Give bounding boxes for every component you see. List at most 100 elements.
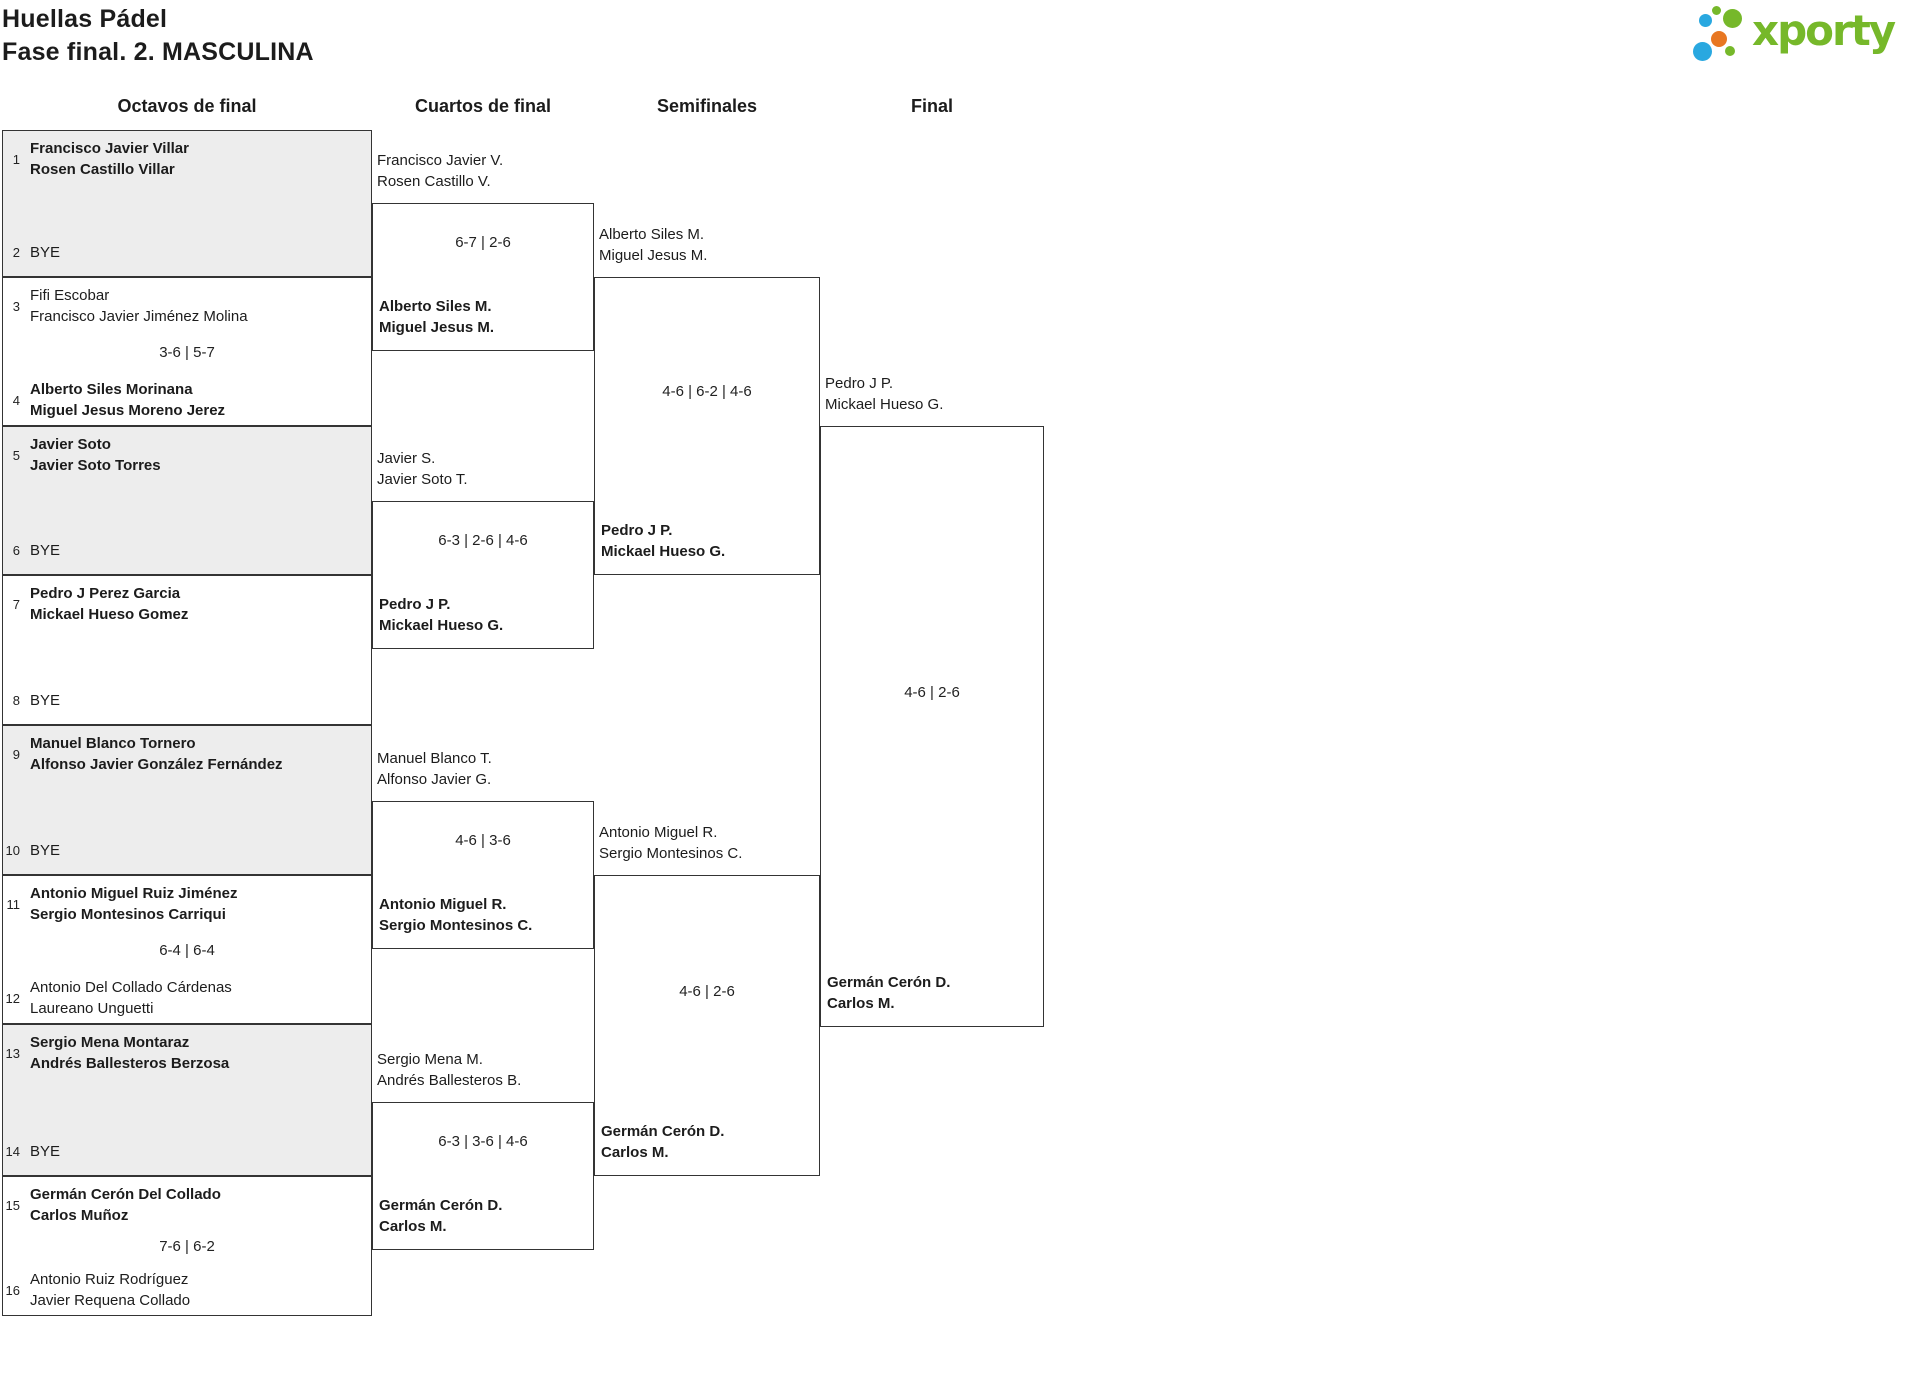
page-title: Huellas Pádel Fase final. 2. MASCULINA (2, 3, 314, 69)
team-name-line: Mickael Hueso G. (825, 396, 944, 413)
team-name-line: Sergio Montesinos C. (599, 845, 743, 862)
team-slot: 10 BYE (3, 840, 365, 861)
round-header-cuartos: Cuartos de final (414, 96, 552, 116)
seed-number: 16 (5, 1282, 20, 1298)
team-name-line: Antonio Miguel R. (379, 896, 507, 913)
team-name-line: Carlos M. (601, 1144, 669, 1161)
match-score: 6-3 | 3-6 | 4-6 (438, 1133, 528, 1150)
team-name-line: Laureano Unguetti (30, 1000, 154, 1017)
xporty-wordmark: xporty (1752, 6, 1896, 55)
team-name-line: Mickael Hueso Gomez (30, 606, 189, 623)
r16-match-3-box: 5 Javier Soto Javier Soto Torres 6 BYE (2, 426, 372, 575)
team-name-line: Francisco Javier Villar (30, 140, 189, 157)
qf-match-1-box: 6-7 | 2-6 Alberto Siles M. Miguel Jesus … (372, 203, 594, 351)
team-name-line: Javier Soto Torres (30, 457, 161, 474)
logo-dot-icon (1693, 42, 1712, 61)
team-name-line: Sergio Mena Montaraz (30, 1034, 190, 1051)
team-slot: 5 Javier Soto Javier Soto Torres (3, 434, 365, 476)
team-name-line: Mickael Hueso G. (601, 543, 726, 560)
seed-number: 6 (12, 543, 20, 558)
sf-match-2-box: 4-6 | 2-6 Germán Cerón D. Carlos M. (594, 875, 820, 1176)
r16-match-4-box: 7 Pedro J Perez Garcia Mickael Hueso Gom… (2, 575, 372, 725)
r16-match-1-box: 1 Francisco Javier Villar Rosen Castillo… (2, 130, 372, 277)
advancing-team-label: Antonio Miguel R. Sergio Montesinos C. (599, 822, 742, 864)
logo-dot-icon (1712, 6, 1721, 15)
team-name-line: Pedro J P. (379, 596, 451, 613)
logo-dot-icon (1699, 14, 1712, 27)
team-name-line: Javier Soto (30, 436, 111, 453)
team-name-line: Alberto Siles M. (599, 226, 705, 243)
team-name-line: Antonio Miguel Ruiz Jiménez (30, 885, 238, 902)
team-name-line: Pedro J Perez Garcia (30, 585, 181, 602)
team-name-line: BYE (30, 1143, 61, 1160)
team-name-line: Francisco Javier V. (377, 152, 504, 169)
winner-team-name: Pedro J P. Mickael Hueso G. (601, 520, 725, 562)
team-name-line: Carlos M. (827, 995, 895, 1012)
team-name-line: Sergio Montesinos Carriqui (30, 906, 226, 923)
team-name-line: Rosen Castillo Villar (30, 161, 175, 178)
team-slot: 8 BYE (3, 690, 365, 711)
qf-match-4-box: 6-3 | 3-6 | 4-6 Germán Cerón D. Carlos M… (372, 1102, 594, 1250)
seed-number: 9 (12, 746, 20, 762)
round-header-final: Final (910, 96, 953, 116)
team-name-line: Carlos Muñoz (30, 1207, 129, 1224)
logo-dot-icon (1723, 9, 1742, 28)
team-slot: 2 BYE (3, 242, 365, 263)
winner-team-name: Germán Cerón D. Carlos M. (827, 972, 950, 1014)
seed-number: 4 (12, 392, 20, 408)
team-slot: 12 Antonio Del Collado Cárdenas Laureano… (3, 977, 365, 1019)
r16-match-7-box: 13 Sergio Mena Montaraz Andrés Ballester… (2, 1024, 372, 1176)
team-slot: 14 BYE (3, 1141, 365, 1162)
team-slot: 7 Pedro J Perez Garcia Mickael Hueso Gom… (3, 583, 365, 625)
team-name-line: BYE (30, 542, 61, 559)
sf-match-1-box: 4-6 | 6-2 | 4-6 Pedro J P. Mickael Hueso… (594, 277, 820, 575)
team-slot: 4 Alberto Siles Morinana Miguel Jesus Mo… (3, 379, 365, 421)
r16-match-5-box: 9 Manuel Blanco Tornero Alfonso Javier G… (2, 725, 372, 875)
winner-team-name: Antonio Miguel R. Sergio Montesinos C. (379, 894, 532, 936)
r16-match-2-box: 3 Fifi Escobar Francisco Javier Jiménez … (2, 277, 372, 426)
team-slot: 11 Antonio Miguel Ruiz Jiménez Sergio Mo… (3, 883, 365, 925)
advancing-team-label: Manuel Blanco T. Alfonso Javier G. (377, 748, 492, 790)
team-name-line: Antonio Del Collado Cárdenas (30, 979, 232, 996)
seed-number: 8 (12, 693, 20, 708)
match-score: 4-6 | 2-6 (679, 982, 735, 1000)
r16-match-6-box: 11 Antonio Miguel Ruiz Jiménez Sergio Mo… (2, 875, 372, 1024)
match-score: 4-6 | 2-6 (904, 683, 960, 701)
team-slot: 6 BYE (3, 540, 365, 561)
qf-match-3-box: 4-6 | 3-6 Antonio Miguel R. Sergio Monte… (372, 801, 594, 949)
team-name-line: Germán Cerón D. (379, 1197, 503, 1214)
team-slot: 13 Sergio Mena Montaraz Andrés Ballester… (3, 1032, 365, 1074)
team-name-line: Antonio Ruiz Rodríguez (30, 1271, 189, 1288)
seed-number: 2 (12, 245, 20, 260)
match-score: 4-6 | 6-2 | 4-6 (662, 383, 752, 400)
seed-number: 1 (12, 151, 20, 167)
team-name-line: Javier Soto T. (377, 471, 468, 488)
team-name-line: Germán Cerón D. (601, 1123, 725, 1140)
team-name-line: Miguel Jesus M. (599, 247, 708, 264)
match-score: 6-3 | 2-6 | 4-6 (438, 532, 528, 549)
seed-number: 3 (12, 298, 20, 314)
team-name-line: Manuel Blanco Tornero (30, 735, 196, 752)
team-name-line: Alfonso Javier G. (377, 771, 492, 788)
team-name-line: Francisco Javier Jiménez Molina (30, 308, 248, 325)
logo-dot-icon (1711, 31, 1727, 47)
team-slot: 3 Fifi Escobar Francisco Javier Jiménez … (3, 285, 365, 327)
tournament-name: Huellas Pádel (2, 5, 168, 33)
seed-number: 7 (12, 596, 20, 612)
team-name-line: BYE (30, 244, 61, 261)
match-score: 6-4 | 6-4 (159, 941, 215, 959)
team-name-line: Rosen Castillo V. (377, 173, 491, 190)
seed-number: 5 (12, 447, 20, 463)
advancing-team-label: Alberto Siles M. Miguel Jesus M. (599, 224, 707, 266)
team-name-line: Miguel Jesus Moreno Jerez (30, 402, 226, 419)
match-score: 3-6 | 5-7 (159, 343, 215, 361)
team-name-line: Javier Requena Collado (30, 1292, 191, 1309)
seed-number: 12 (5, 990, 20, 1006)
winner-team-name: Germán Cerón D. Carlos M. (379, 1195, 502, 1237)
team-name-line: BYE (30, 842, 61, 859)
winner-team-name: Pedro J P. Mickael Hueso G. (379, 594, 503, 636)
team-slot: 9 Manuel Blanco Tornero Alfonso Javier G… (3, 733, 365, 775)
team-slot: 1 Francisco Javier Villar Rosen Castillo… (3, 138, 365, 180)
team-name-line: Pedro J P. (825, 375, 894, 392)
round-header-semifinales: Semifinales (656, 96, 758, 116)
